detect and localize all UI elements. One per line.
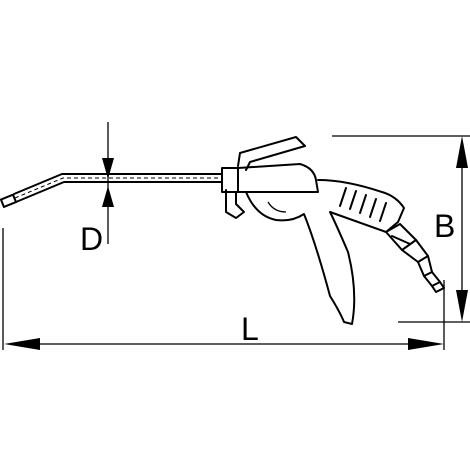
height-label: B xyxy=(434,208,455,244)
gun-head xyxy=(221,163,319,193)
height-arrow-bottom xyxy=(456,290,468,322)
length-label: L xyxy=(241,311,259,347)
diameter-label: D xyxy=(80,221,103,257)
grip-ribs xyxy=(339,187,387,222)
diameter-arrow-top xyxy=(102,158,114,179)
trigger-lever xyxy=(225,136,306,219)
dimension-length: L xyxy=(4,311,444,350)
extension-lines xyxy=(2,135,470,350)
nozzle-tube xyxy=(0,173,223,208)
nozzle-tip xyxy=(0,193,17,208)
dimension-height: B xyxy=(434,136,468,322)
air-connector xyxy=(385,223,445,293)
length-arrow-left xyxy=(4,338,40,350)
dimension-diameter: D xyxy=(80,122,114,257)
length-arrow-right xyxy=(408,338,444,350)
pistol-grip xyxy=(245,179,405,325)
diameter-arrow-bottom xyxy=(102,186,114,207)
height-arrow-top xyxy=(456,136,468,168)
